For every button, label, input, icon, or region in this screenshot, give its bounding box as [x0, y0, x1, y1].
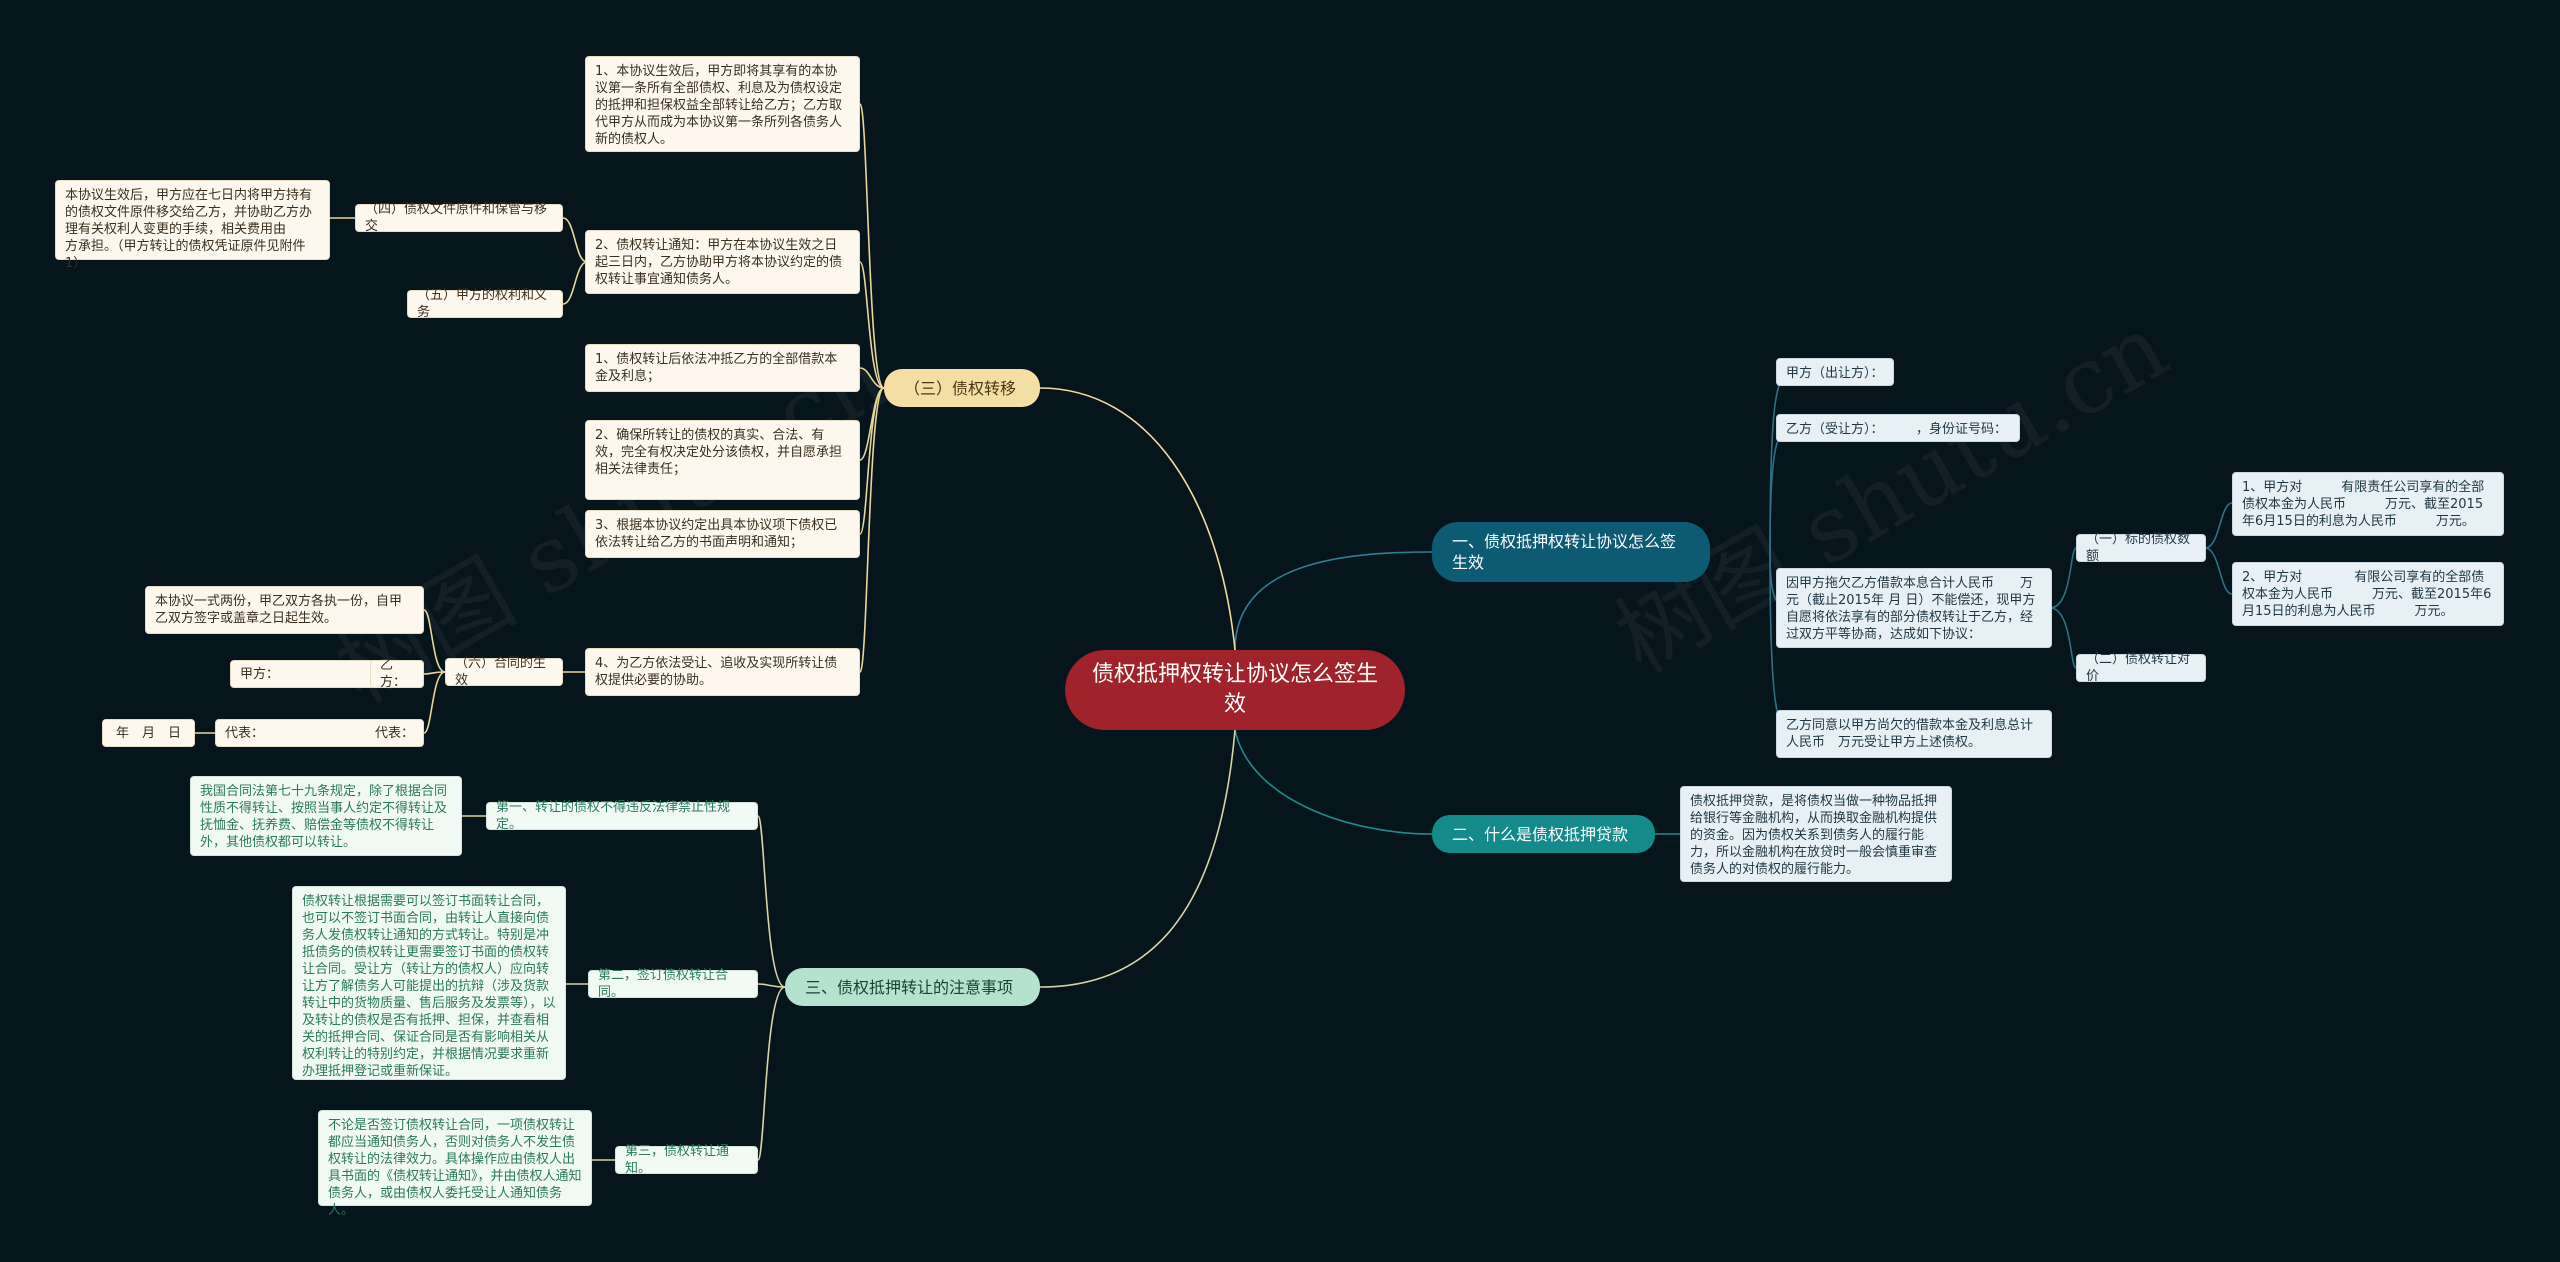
- section-4-node[interactable]: （四）债权文件原件和保管与移交: [355, 202, 563, 234]
- loan-desc-node[interactable]: 债权抵押贷款，是将债权当做一种物品抵押给银行等金融机构，从而换取金融机构提供的资…: [1680, 786, 1952, 882]
- link-center-b4: [1039, 387, 1236, 651]
- section-6-node[interactable]: （六）合同的生效: [445, 656, 563, 688]
- subject-item-2[interactable]: 2、甲方对 有限公司享有的全部债权本金为人民币 万元、截至2015年6月15日的…: [2232, 562, 2504, 626]
- transfer-clause-6[interactable]: 4、为乙方依法受让、追收及实现所转让债权提供必要的协助。: [585, 648, 860, 696]
- agree-node[interactable]: 乙方同意以甲方尚欠的借款本金及利息总计人民币 万元受让甲方上述债权。: [1776, 710, 2052, 758]
- section-5-node[interactable]: （五）甲方的权利和义务: [407, 288, 563, 320]
- branch-precautions[interactable]: 三、债权抵押转让的注意事项: [785, 968, 1040, 1006]
- transfer-clause-3[interactable]: 1、债权转让后依法冲抵乙方的全部借款本金及利息；: [585, 344, 860, 392]
- transfer-clause-5[interactable]: 3、根据本协议约定出具本协议项下债权已依法转让给乙方的书面声明和通知；: [585, 510, 860, 558]
- branch-agreement-effect[interactable]: 一、债权抵押权转让协议怎么签生效: [1432, 522, 1710, 582]
- section-6-text[interactable]: 本协议一式两份，甲乙双方各执一份，自甲乙双方签字或盖章之日起生效。: [145, 586, 424, 634]
- precaution-2-text[interactable]: 债权转让根据需要可以签订书面转让合同，也可以不签订书面合同，由转让人直接向债务人…: [292, 886, 566, 1080]
- signature-b-node[interactable]: 乙方：: [370, 658, 424, 690]
- date-node[interactable]: 年 月 日: [102, 719, 195, 747]
- transfer-clause-1[interactable]: 1、本协议生效后，甲方即将其享有的本协议第一条所有全部债权、利息及为债权设定的抵…: [585, 56, 860, 152]
- precaution-1-text[interactable]: 我国合同法第七十九条规定，除了根据合同性质不得转让、按照当事人约定不得转让及抚恤…: [190, 776, 462, 856]
- precaution-1-label[interactable]: 第一、转让的债权不得违反法律禁止性规定。: [486, 800, 758, 832]
- intro-node[interactable]: 因甲方拖欠乙方借款本息合计人民币 万元（截止2015年 月 日）不能偿还，现甲方…: [1776, 568, 2052, 648]
- central-topic[interactable]: 债权抵押权转让协议怎么签生效: [1065, 650, 1405, 730]
- branch-what-is-loan[interactable]: 二、什么是债权抵押贷款: [1432, 815, 1655, 853]
- subject-amount-node[interactable]: （一）标的债权数额: [2076, 532, 2206, 564]
- link-center-b1: [1234, 551, 1433, 651]
- link-center-b2: [1234, 729, 1433, 835]
- precaution-3-text[interactable]: 不论是否签订债权转让合同，一项债权转让都应当通知债务人，否则对债务人不发生债权转…: [318, 1110, 592, 1218]
- party-a-node[interactable]: 甲方（出让方）：: [1776, 358, 1894, 386]
- link-center-b3: [1039, 729, 1236, 988]
- transfer-clause-2[interactable]: 2、债权转让通知：甲方在本协议生效之日起三日内，乙方协助甲方将本协议约定的债权转…: [585, 230, 860, 294]
- precaution-3-label[interactable]: 第三，债权转让通知。: [615, 1144, 758, 1176]
- subject-item-1[interactable]: 1、甲方对 有限责任公司享有的全部债权本金为人民币 万元、截至2015年6月15…: [2232, 472, 2504, 536]
- representative-node[interactable]: 代表： 代表：: [215, 719, 424, 747]
- section-4-text[interactable]: 本协议生效后，甲方应在七日内将甲方持有的债权文件原件移交给乙方，并协助乙方办理有…: [55, 180, 330, 271]
- party-b-node[interactable]: 乙方（受让方）： ，身份证号码：: [1776, 414, 2020, 442]
- transfer-clause-4[interactable]: 2、确保所转让的债权的真实、合法、有效，完全有权决定处分该债权，并自愿承担相关法…: [585, 420, 860, 500]
- representative-a-label: 代表：: [225, 725, 265, 741]
- transfer-price-node[interactable]: （二）债权转让对价: [2076, 652, 2206, 684]
- precaution-2-label[interactable]: 第二，签订债权转让合同。: [588, 968, 758, 1000]
- representative-b-label: 代表：: [374, 725, 414, 741]
- branch-debt-transfer[interactable]: （三）债权转移: [884, 369, 1040, 407]
